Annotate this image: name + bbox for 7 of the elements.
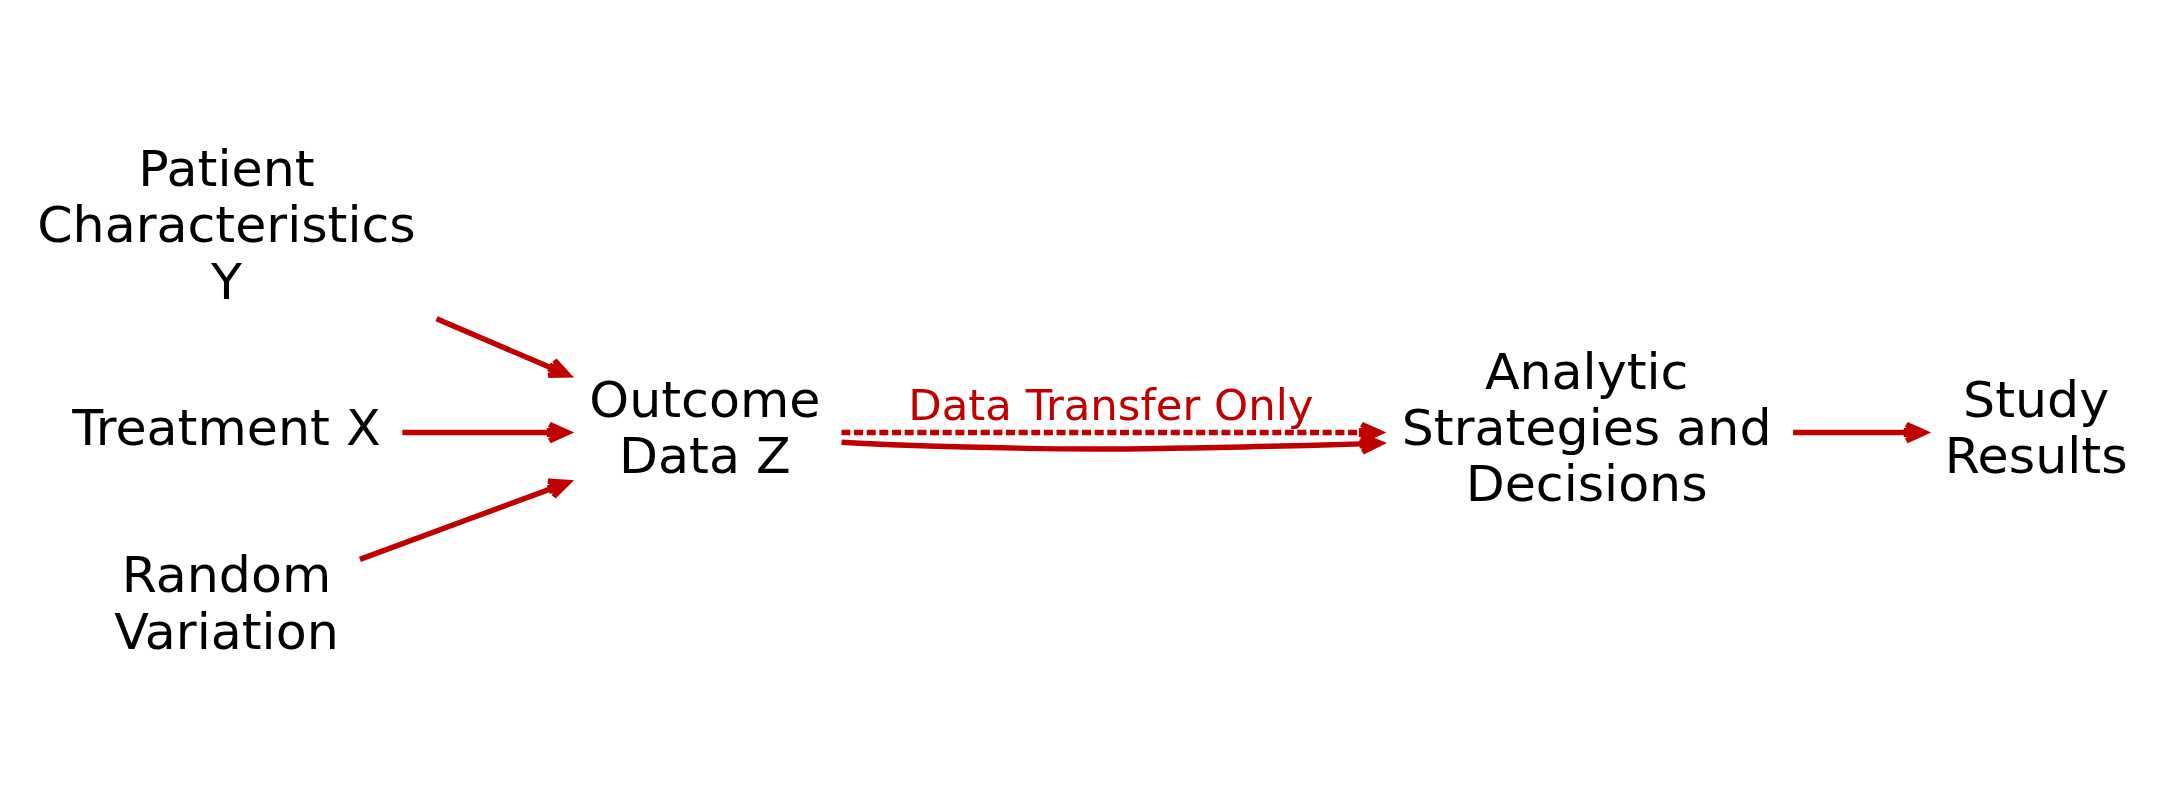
node-text: Random Variation bbox=[114, 544, 339, 661]
edge-label: Data Transfer Only bbox=[908, 379, 1314, 430]
node-text: Outcome Data Z bbox=[589, 369, 821, 485]
node-text: Patient Characteristics Y bbox=[37, 138, 416, 311]
node-text: Treatment X bbox=[72, 397, 381, 457]
node-text: Analytic Strategies and Decisions bbox=[1401, 341, 1772, 513]
node-text: Study Results bbox=[1944, 369, 2128, 485]
